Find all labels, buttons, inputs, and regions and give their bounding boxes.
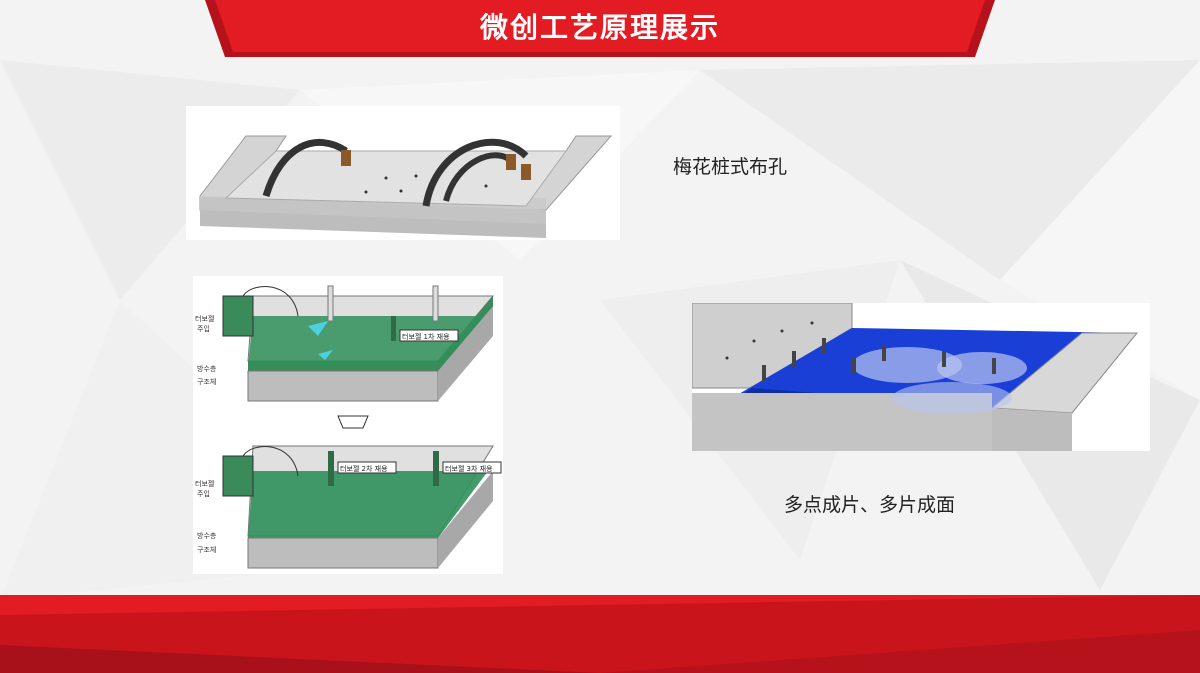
tank-label-bottom-2: 주입 <box>197 490 210 498</box>
caption-plum-holes: 梅花桩式布孔 <box>673 156 788 178</box>
title-banner <box>205 0 995 57</box>
diagram-injection-steps: 터보젤 1차 재용 터보젤 주입 방수층 구조체 터보젤 2차 재용 터보젤 3… <box>193 276 503 574</box>
diagram-slab-holes <box>186 106 620 240</box>
caption-spread: 多点成片、多片成面 <box>784 494 956 516</box>
callout-third: 터보젤 3차 재용 <box>445 464 493 473</box>
layer-label-bottom-1: 방수층 <box>197 531 217 540</box>
layer-label-bottom-2: 구조체 <box>197 546 216 554</box>
diagram-spread <box>691 302 1150 451</box>
tank-label-top-1: 터보젤 <box>195 314 214 323</box>
footer-banner <box>0 595 1200 673</box>
callout-second: 터보젤 2차 재용 <box>340 464 388 473</box>
tank-label-top-2: 주입 <box>197 325 210 333</box>
injection-steps-illustration: 터보젤 1차 재용 터보젤 주입 방수층 구조체 터보젤 2차 재용 터보젤 3… <box>195 285 502 569</box>
layer-label-top-1: 방수층 <box>197 364 217 373</box>
page-title: 微创工艺原理展示 <box>479 11 720 44</box>
slab-injection-illustration <box>199 135 613 238</box>
spread-illustration <box>691 302 1139 451</box>
callout-first: 터보젤 1차 재용 <box>402 332 450 341</box>
tank-label-bottom-1: 터보젤 <box>195 479 214 488</box>
layer-label-top-2: 구조체 <box>197 378 216 386</box>
